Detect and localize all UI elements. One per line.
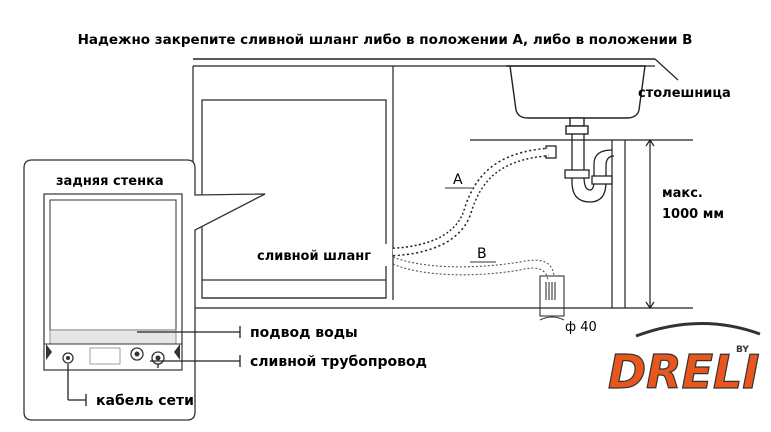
drain-pipe-label: сливной трубопровод — [250, 354, 427, 370]
drain-hose-label: сливной шланг — [257, 249, 371, 264]
countertop — [193, 58, 679, 81]
siphon-trap — [545, 134, 615, 203]
power-cable-label: кабель сети — [96, 393, 194, 409]
leader-lines — [67, 326, 241, 406]
floor-line — [193, 139, 693, 309]
svg-text:A: A — [453, 172, 463, 188]
position-a-marker: A — [445, 172, 472, 189]
svg-text:B: B — [477, 246, 487, 262]
logo-suffix: BY — [736, 345, 749, 355]
sink — [506, 65, 646, 135]
max-height-dimension — [645, 138, 655, 310]
dreli-logo: DRELI BY — [607, 322, 761, 400]
water-inlet-label: подвод воды — [250, 325, 358, 341]
drain-hose-position-b — [392, 256, 555, 281]
position-b-marker: B — [470, 246, 496, 263]
diagram-title: Надежно закрепите сливной шланг либо в п… — [78, 32, 693, 48]
drain-hose-position-a — [392, 147, 549, 257]
standpipe — [539, 275, 565, 321]
back-wall-label: задняя стенка — [56, 174, 164, 189]
pipe-diameter-label: ф 40 — [565, 320, 597, 335]
max-height-label-line1: макс. — [662, 186, 703, 201]
drain-hose-label-bg — [254, 244, 388, 266]
cabinet-upright — [611, 140, 626, 308]
countertop-label: столешница — [638, 86, 731, 101]
rear-view-panel — [23, 159, 266, 421]
logo-text: DRELI — [608, 345, 759, 399]
max-height-label-line2: 1000 мм — [662, 207, 724, 222]
